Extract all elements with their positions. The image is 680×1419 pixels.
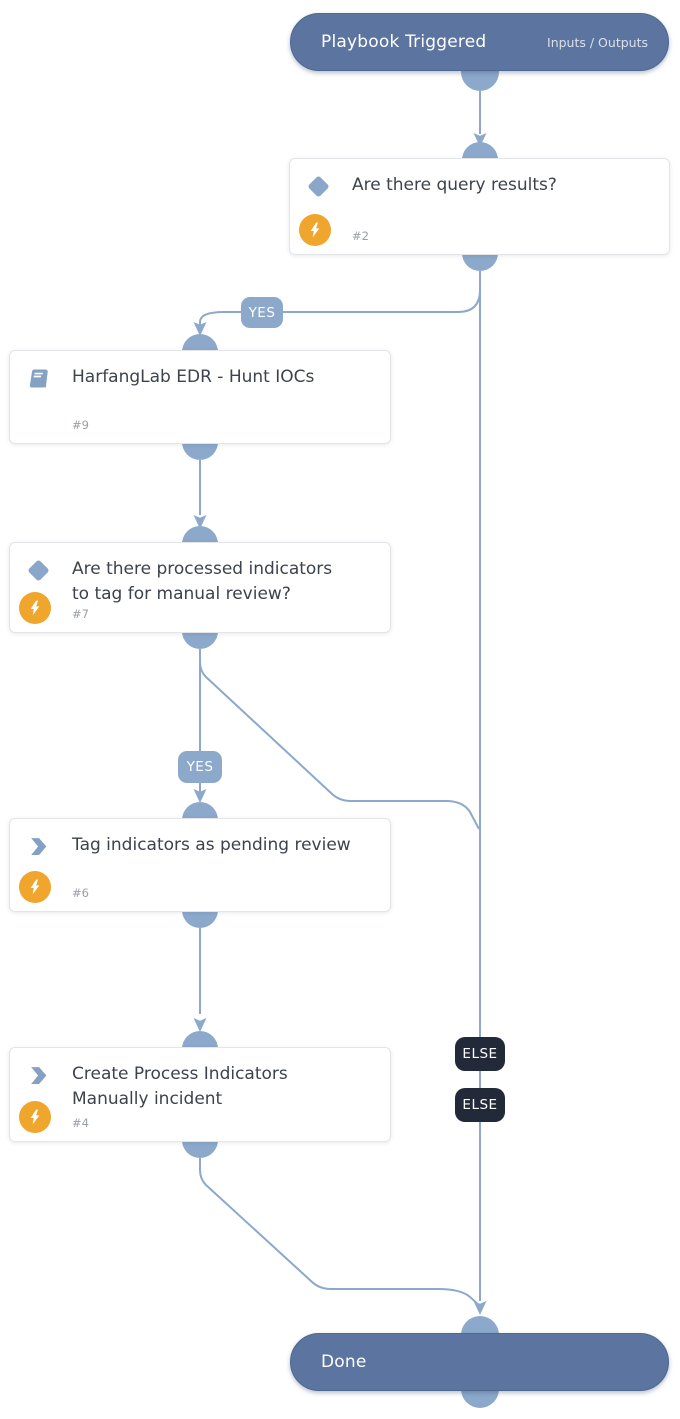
task-id: #4 bbox=[72, 1116, 89, 1130]
diamond-icon bbox=[305, 173, 332, 200]
task-id: #9 bbox=[72, 418, 89, 432]
task-node-create-incident[interactable]: Create Process Indicators Manually incid… bbox=[9, 1047, 391, 1142]
done-title: Done bbox=[321, 1352, 367, 1372]
done-node[interactable]: Done bbox=[290, 1333, 669, 1391]
node-title: Are there query results? bbox=[352, 175, 557, 195]
chevron-right-icon bbox=[25, 1062, 52, 1089]
task-id: #6 bbox=[72, 886, 89, 900]
condition-node-processed-indicators[interactable]: Are there processed indicators to tag fo… bbox=[9, 542, 391, 633]
inputs-outputs-link[interactable]: Inputs / Outputs bbox=[547, 34, 648, 50]
else-branch-badge: ELSE bbox=[455, 1037, 505, 1071]
node-title: Are there processed indicators to tag fo… bbox=[72, 559, 333, 604]
lightning-icon bbox=[19, 1101, 51, 1133]
trigger-title: Playbook Triggered bbox=[321, 32, 487, 52]
node-title: Tag indicators as pending review bbox=[72, 835, 351, 855]
task-id: #2 bbox=[352, 229, 369, 243]
node-title: HarfangLab EDR - Hunt IOCs bbox=[72, 367, 315, 387]
task-node-tag-indicators[interactable]: Tag indicators as pending review #6 bbox=[9, 818, 391, 912]
node-title: Create Process Indicators Manually incid… bbox=[72, 1064, 288, 1109]
condition-node-query-results[interactable]: Are there query results? #2 bbox=[289, 158, 670, 255]
diamond-icon bbox=[25, 557, 52, 584]
playbook-trigger-node[interactable]: Playbook Triggered Inputs / Outputs bbox=[290, 13, 669, 71]
yes-branch-badge: YES bbox=[178, 751, 222, 783]
else-branch-badge: ELSE bbox=[455, 1088, 505, 1122]
lightning-icon bbox=[19, 871, 51, 903]
lightning-icon bbox=[19, 592, 51, 624]
task-id: #7 bbox=[72, 607, 89, 621]
chevron-right-icon bbox=[25, 833, 52, 860]
lightning-icon bbox=[299, 214, 331, 246]
task-node-hunt-iocs[interactable]: HarfangLab EDR - Hunt IOCs #9 bbox=[9, 350, 391, 444]
yes-branch-badge: YES bbox=[241, 297, 283, 328]
book-icon bbox=[25, 365, 52, 392]
